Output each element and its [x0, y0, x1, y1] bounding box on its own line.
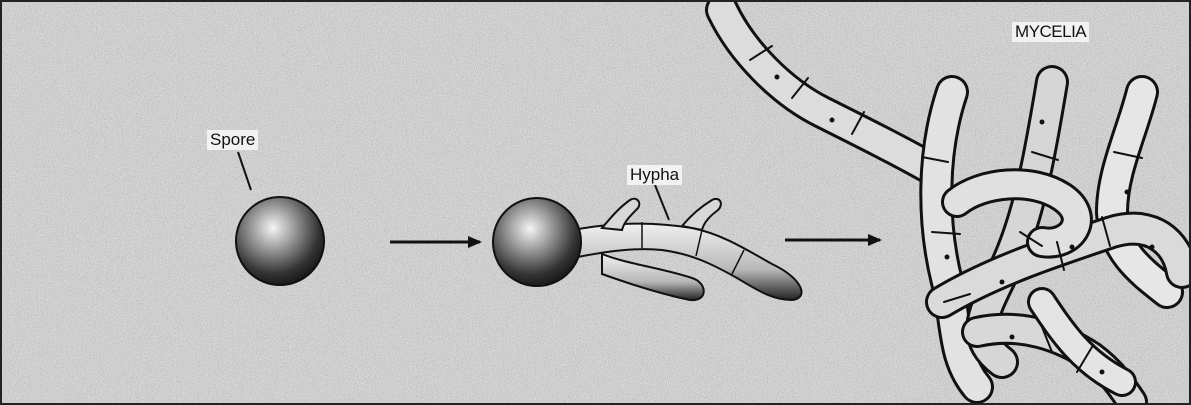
- spore-label: Spore: [207, 130, 258, 150]
- hypha-label: Hypha: [627, 165, 682, 185]
- spore: [236, 197, 324, 285]
- mycelia-label: MYCELIA: [1012, 22, 1089, 42]
- germinated-spore: [493, 198, 581, 286]
